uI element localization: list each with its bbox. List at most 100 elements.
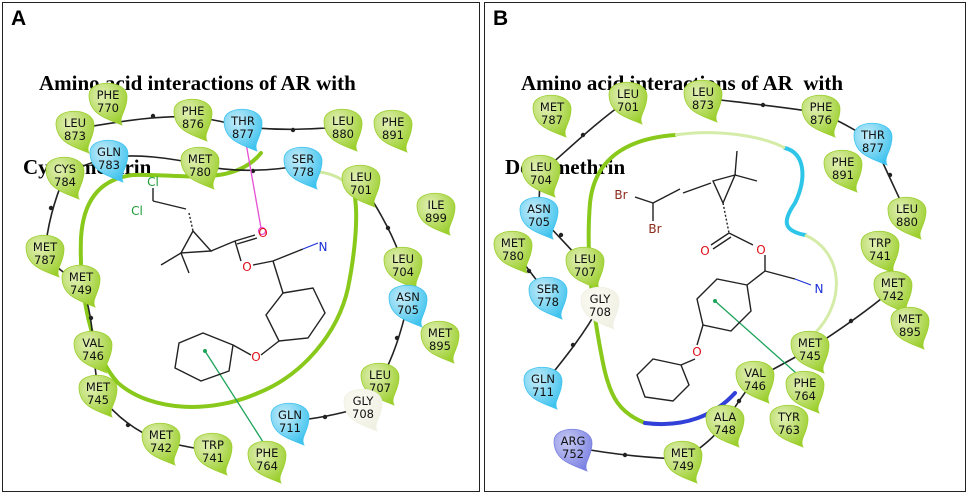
residue-name: PHE bbox=[256, 446, 279, 460]
residue-number: 780 bbox=[502, 249, 524, 263]
residue-disc bbox=[341, 164, 381, 208]
residue-number: 708 bbox=[352, 407, 374, 421]
residue-number: 787 bbox=[34, 253, 56, 267]
residue-number: 778 bbox=[292, 165, 314, 179]
residue-number: 705 bbox=[528, 215, 550, 229]
residue-name: GLN bbox=[97, 145, 121, 159]
residue-number: 877 bbox=[232, 127, 254, 141]
residue-number: 705 bbox=[397, 303, 419, 317]
residue-name: TYR bbox=[777, 410, 800, 424]
pi-stacking-line bbox=[714, 300, 806, 382]
residue-name: MET bbox=[798, 336, 823, 350]
residue-name: MET bbox=[33, 240, 58, 254]
residue-number: 707 bbox=[574, 265, 596, 279]
residue-number: 783 bbox=[98, 158, 120, 172]
backbone-dots bbox=[526, 102, 893, 458]
residue-name: GLN bbox=[278, 408, 302, 422]
residue-number: 873 bbox=[692, 98, 714, 112]
residue-name: VAL bbox=[744, 366, 766, 380]
atom-halogen-2: Cl bbox=[131, 204, 143, 218]
residue-disc bbox=[532, 94, 572, 138]
residue-number: 704 bbox=[392, 265, 414, 279]
panel-b-deltamethrin: B Amino acid interactions of AR with Del… bbox=[484, 2, 966, 492]
residue-disc bbox=[683, 79, 723, 123]
residue-disc bbox=[223, 108, 263, 152]
pocket-outline bbox=[586, 133, 677, 425]
residue-name: MET bbox=[86, 380, 111, 394]
residue-disc bbox=[735, 360, 775, 404]
residue-name: LEU bbox=[64, 116, 86, 130]
residue-number: 770 bbox=[97, 101, 119, 115]
residue-disc bbox=[705, 404, 745, 448]
residue-number: 749 bbox=[672, 459, 694, 473]
residue-disc bbox=[565, 246, 605, 290]
residue-disc bbox=[270, 402, 310, 446]
residue-disc bbox=[141, 422, 181, 466]
residue-disc bbox=[193, 432, 233, 476]
residue-disc bbox=[608, 81, 648, 125]
residue-number: 876 bbox=[810, 113, 832, 127]
atom-oxygen-ether: O bbox=[251, 350, 260, 364]
residue-name: ILE bbox=[427, 198, 444, 212]
residue-number: 741 bbox=[869, 249, 891, 263]
residue-disc bbox=[73, 330, 113, 374]
residue-number: 711 bbox=[532, 385, 554, 399]
residue-number: 745 bbox=[799, 349, 821, 363]
residue-number: 891 bbox=[382, 128, 404, 142]
panel-letter: A bbox=[11, 7, 27, 30]
residue-name: MET bbox=[671, 446, 696, 460]
pocket-outline-cyan bbox=[783, 146, 807, 237]
residue-number: 787 bbox=[541, 113, 563, 127]
residue-disc bbox=[25, 234, 65, 278]
residue-disc bbox=[180, 146, 220, 190]
residue-disc bbox=[373, 109, 413, 153]
atom-oxygen-carbonyl: O bbox=[258, 226, 267, 240]
residue-disc bbox=[519, 196, 559, 240]
residue-number: 746 bbox=[82, 349, 104, 363]
residue-number: 764 bbox=[256, 459, 278, 473]
residue-disc bbox=[416, 192, 456, 236]
residue-number: 749 bbox=[70, 283, 92, 297]
residue-name: THR bbox=[860, 128, 885, 142]
residue-name: GLY bbox=[353, 394, 375, 408]
residue-disc bbox=[61, 264, 101, 308]
residue-number: 764 bbox=[794, 389, 816, 403]
ligand-triple-bond bbox=[302, 242, 319, 250]
residue-name: MET bbox=[69, 270, 94, 284]
residue-name: LEU bbox=[350, 170, 372, 184]
residue-disc bbox=[247, 440, 287, 484]
atom-nitrogen: N bbox=[319, 240, 328, 254]
pi-stacking-line bbox=[204, 350, 266, 446]
ligand-triple-bond bbox=[794, 278, 812, 286]
residue-number: 701 bbox=[617, 100, 639, 114]
residue-number: 778 bbox=[537, 295, 559, 309]
residue-number: 780 bbox=[189, 165, 211, 179]
residue-name: PHE bbox=[182, 104, 205, 118]
residue-number: 701 bbox=[350, 183, 372, 197]
residue-disc bbox=[283, 146, 323, 190]
residue-disc bbox=[173, 98, 213, 142]
residue-number: 880 bbox=[332, 127, 354, 141]
atom-halogen-1: Cl bbox=[147, 175, 159, 189]
residue-name: MET bbox=[149, 428, 174, 442]
residue-number: 895 bbox=[899, 325, 921, 339]
residue-disc bbox=[853, 122, 893, 166]
residue-number: 876 bbox=[182, 117, 204, 131]
residue-disc bbox=[343, 388, 383, 432]
